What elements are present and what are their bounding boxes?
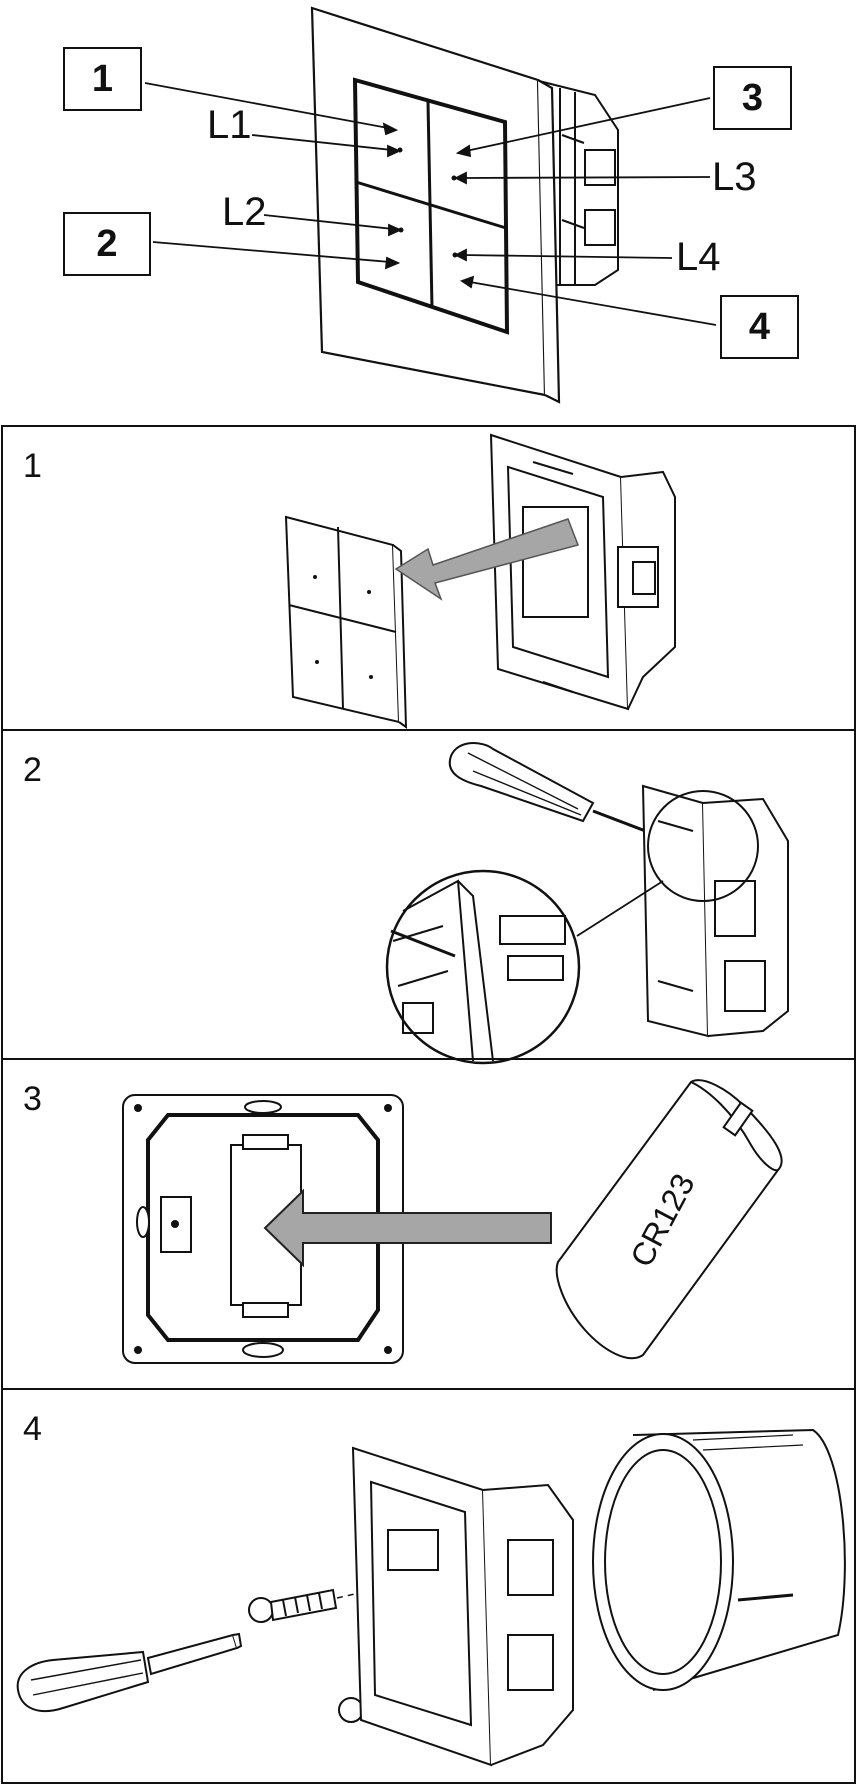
callout-4: 4	[720, 295, 799, 359]
led-label-l1: L1	[207, 103, 252, 147]
step-2-number: 2	[23, 751, 42, 789]
led-label-l2: L2	[222, 190, 267, 234]
callout-1: 1	[63, 47, 142, 111]
step-4-panel: 4	[1, 1388, 856, 1784]
step-2-illustration	[385, 742, 789, 1065]
callout-3: 3	[713, 66, 792, 130]
led-label-l3: L3	[712, 155, 757, 199]
callout-2: 2	[63, 212, 151, 276]
switch-illustration	[144, 6, 717, 404]
step-4-number: 4	[23, 1410, 42, 1448]
step-3-illustration	[122, 1079, 783, 1364]
step-1-panel: 1	[1, 425, 856, 731]
step-2-panel: 2	[1, 729, 856, 1065]
step-4-illustration	[16, 1428, 846, 1767]
led-label-l4: L4	[676, 235, 721, 279]
step-3-panel: 3	[1, 1058, 856, 1390]
step-1-number: 1	[23, 447, 42, 485]
step-1-illustration	[284, 433, 676, 729]
step-3-number: 3	[23, 1080, 42, 1118]
